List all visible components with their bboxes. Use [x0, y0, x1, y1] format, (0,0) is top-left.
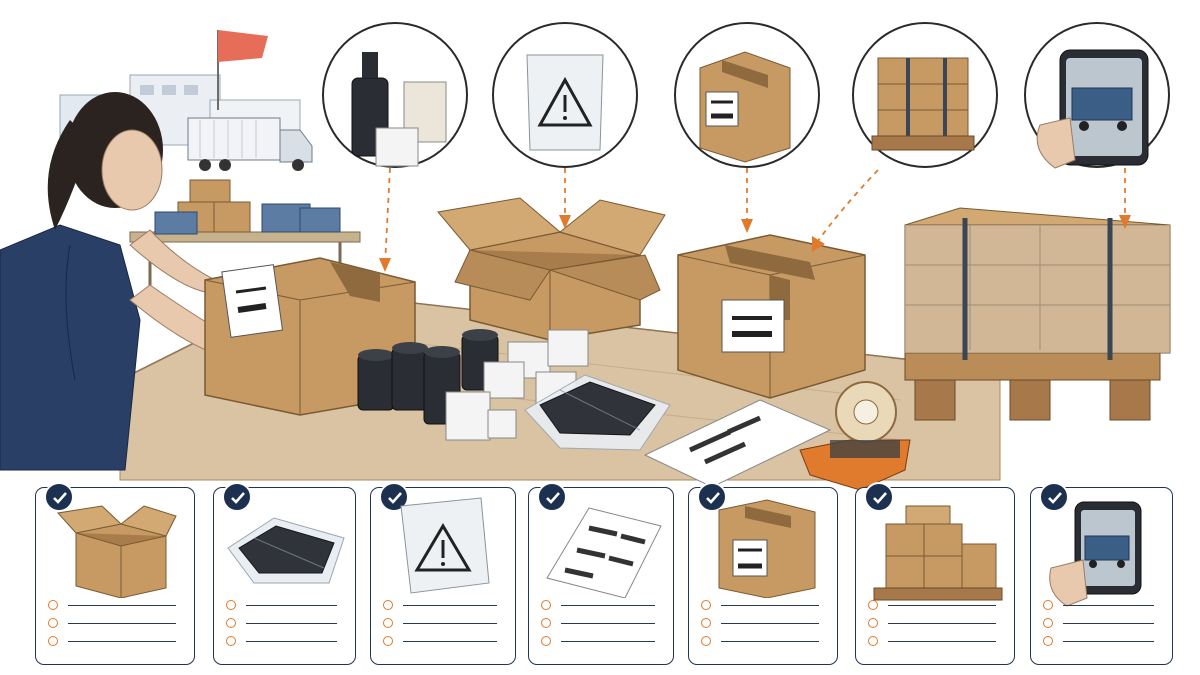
checklist-lines [541, 596, 659, 650]
callout-labeled-box [674, 22, 820, 233]
checklist-card-shipping-labels [528, 482, 674, 665]
truck-icon [187, 117, 313, 171]
checklist-lines [701, 596, 823, 650]
checklist-card-open-box [35, 482, 195, 665]
open-box-icon [57, 505, 177, 598]
shipping-label-icon [221, 264, 284, 338]
checklist-lines [48, 596, 180, 650]
phone-truck-icon [1049, 501, 1142, 607]
callout-hazard-bag [492, 22, 638, 229]
checklist-lines [383, 596, 501, 650]
wrapped-block [524, 374, 671, 451]
white-cubes [445, 329, 589, 441]
checklist-card-stacked-pallet [855, 482, 1015, 665]
hazard-bag-icon [400, 497, 490, 594]
flag-icon [218, 30, 268, 62]
checklist-card-phone-truck [1030, 482, 1173, 665]
callout-products [322, 22, 468, 272]
check-badge-icon [864, 482, 894, 512]
tape-dispenser-icon [799, 381, 911, 491]
wrapped-pallet [904, 207, 1171, 421]
checklist-lines [1043, 596, 1158, 650]
shipping-labels-icon [546, 507, 662, 598]
label-sheet [643, 399, 832, 488]
checklist-card-wrapped-item [213, 482, 356, 665]
check-badge-icon [44, 482, 74, 512]
checklist-lines [868, 596, 1000, 650]
check-badge-icon [697, 482, 727, 512]
checklist-lines [226, 596, 341, 650]
sealed-box [677, 234, 866, 399]
callout-phone-truck [1024, 22, 1170, 229]
back-shelf [129, 179, 361, 300]
check-badge-icon [222, 482, 252, 512]
callout-wrapped-pallet [812, 22, 998, 252]
checklist-card-hazard-bag [370, 482, 516, 665]
labeled-box-icon [718, 499, 816, 598]
checklist-card-labeled-box [688, 482, 838, 665]
wrapped-item-icon [227, 517, 345, 584]
check-badge-icon [537, 482, 567, 512]
check-badge-icon [1039, 482, 1069, 512]
callouts [322, 22, 1170, 272]
stacked-pallet-icon [873, 505, 1003, 601]
open-box-icon [437, 197, 666, 341]
